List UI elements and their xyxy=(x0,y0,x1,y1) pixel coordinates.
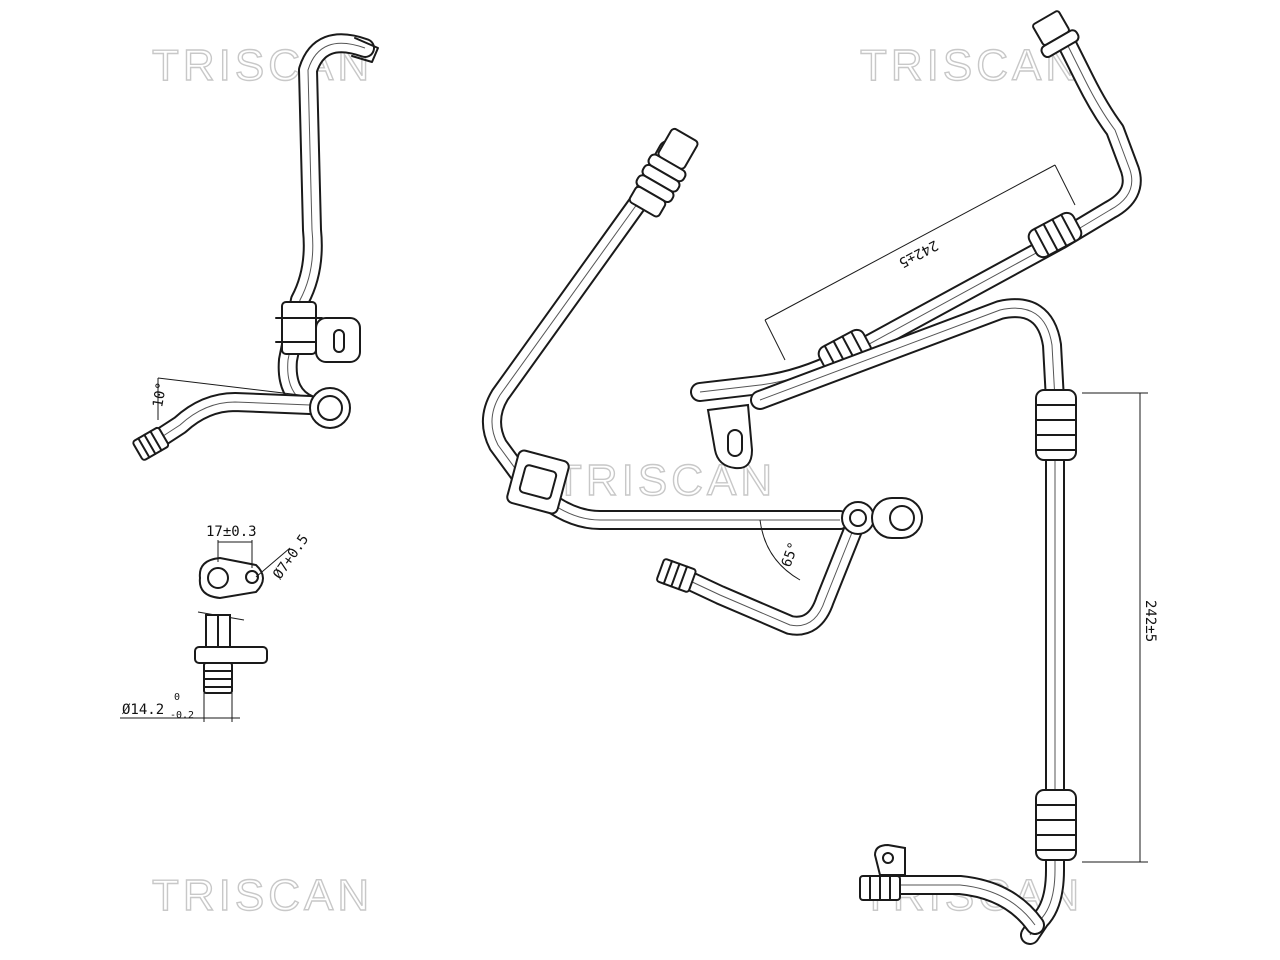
detail-fitting: Ø14.2 0 -0.2 xyxy=(120,611,268,722)
bracket-right-bottom xyxy=(873,843,906,876)
crimp-sleeve-right-c xyxy=(1035,389,1077,461)
threaded-end-middle xyxy=(656,558,697,593)
fitting-tolerance-upper: 0 xyxy=(174,692,180,703)
angle-label-middle: 65° xyxy=(779,540,803,569)
length-label-vertical: 242±5 xyxy=(1142,600,1158,642)
angle-label-left: 10° xyxy=(150,381,170,409)
detail-bracket: 17±0.3 Ø7+0.5 xyxy=(198,524,312,600)
watermark-bottom-left: TRISCAN xyxy=(152,871,373,920)
pipe-left-view: 10° xyxy=(132,33,379,461)
pipe-middle-view: 65° xyxy=(482,127,923,636)
length-label-diagonal: 242±5 xyxy=(896,236,941,270)
pipe-right-lower: 242±5 xyxy=(750,298,1158,945)
fitting-diameter-label: Ø14.2 xyxy=(122,702,164,718)
bracket-left xyxy=(315,317,361,363)
clamp-left xyxy=(281,301,317,355)
hole-diameter-label: Ø7+0.5 xyxy=(270,532,312,583)
crimp-sleeve-right-a xyxy=(1027,211,1083,259)
fitting-tolerance-lower: -0.2 xyxy=(170,710,194,721)
bracket-width-label: 17±0.3 xyxy=(206,524,257,540)
crimp-sleeve-right-d xyxy=(1035,789,1077,861)
